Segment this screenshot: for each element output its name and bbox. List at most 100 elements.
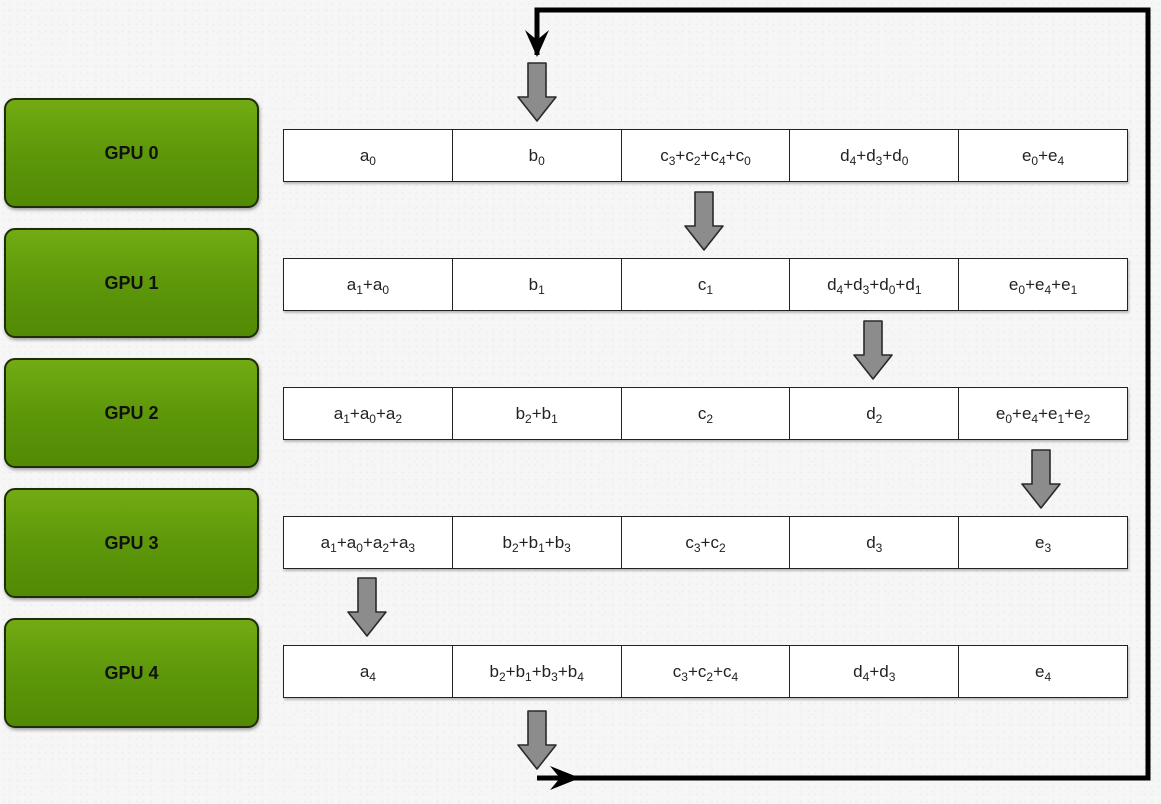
term-subscript: 4	[1057, 153, 1065, 168]
data-cell: d3	[789, 517, 958, 568]
term-variable: c	[735, 145, 745, 165]
term-subscript: 1	[1070, 282, 1078, 297]
term-variable: e	[1035, 532, 1045, 552]
term-subscript: 3	[875, 540, 883, 555]
cell-term: b2	[516, 404, 532, 426]
term-variable: e	[1048, 145, 1058, 165]
term-subscript: 0	[1005, 411, 1013, 426]
plus-operator: +	[882, 145, 893, 165]
term-variable: c	[710, 532, 719, 552]
term-subscript: 3	[408, 540, 416, 555]
gpu-box-4: GPU 4	[4, 618, 259, 728]
plus-operator: +	[687, 661, 698, 681]
wraparound-loop-line	[534, 7, 1151, 781]
data-cell: e4	[958, 646, 1127, 697]
gpu-data-row-1: a1+a0 b1 c1 d4+d3+d0+d1 e0+e4+e1	[283, 258, 1128, 311]
term-subscript: 3	[551, 669, 558, 684]
cell-term: e0	[995, 403, 1013, 426]
term-subscript: 2	[525, 411, 532, 426]
term-variable: a	[359, 145, 370, 165]
term-subscript: 1	[538, 540, 545, 555]
term-variable: b	[567, 661, 578, 681]
term-subscript: 2	[718, 540, 726, 555]
cell-term: d4	[840, 146, 857, 168]
term-variable: d	[866, 145, 876, 165]
term-variable: a	[346, 532, 357, 552]
data-cell: d2	[789, 388, 958, 439]
cell-term: c2	[697, 403, 713, 425]
term-variable: c	[697, 661, 707, 681]
term-variable: b	[554, 532, 565, 552]
cell-term: e4	[1021, 403, 1038, 425]
term-subscript: 4	[849, 153, 857, 168]
plus-operator: +	[531, 661, 542, 681]
cell-term: c3	[673, 662, 688, 683]
cell-term: a4	[360, 662, 376, 683]
data-cell: e0+e4+e1+e2	[958, 388, 1127, 439]
term-variable: c	[697, 403, 707, 423]
data-cell: e0+e4	[958, 130, 1127, 181]
term-variable: d	[853, 661, 863, 681]
cell-term: b1	[542, 404, 558, 425]
data-cell: d4+d3+d0	[789, 130, 958, 181]
term-subscript: 4	[1044, 282, 1052, 297]
cell-term: e0	[1009, 275, 1025, 296]
cell-term: d3	[853, 274, 869, 296]
cell-term: c3	[660, 145, 676, 168]
plus-operator: +	[700, 532, 711, 552]
cell-term: b1	[516, 662, 532, 683]
cell-term: a1	[321, 533, 337, 554]
term-subscript: 1	[356, 282, 363, 297]
term-variable: c	[710, 145, 719, 165]
cell-term: d4	[853, 661, 869, 683]
plus-operator: +	[1064, 403, 1075, 423]
term-variable: d	[853, 274, 863, 294]
cell-term: a3	[399, 533, 416, 555]
term-variable: c	[660, 145, 669, 165]
plus-operator: +	[1038, 145, 1049, 165]
data-cell: b2+b1	[451, 388, 621, 439]
gpu-data-row-2: a1+a0+a2 b2+b1 c2 d2 e0+e4+e1+e2	[283, 387, 1128, 440]
term-variable: e	[1035, 661, 1045, 681]
cell-term: e4	[1048, 145, 1065, 168]
cell-term: b3	[554, 532, 571, 554]
term-subscript: 4	[731, 669, 739, 684]
gpu-data-row-3: a1+a0+a2+a3 b2+b1+b3 c3+c2 d3 e3	[283, 516, 1128, 569]
term-variable: d	[905, 274, 915, 294]
term-variable: a	[346, 274, 357, 294]
term-subscript: 1	[538, 282, 545, 297]
term-subscript: 1	[914, 282, 922, 297]
term-variable: d	[866, 403, 876, 423]
term-subscript: 0	[356, 540, 363, 555]
term-subscript: 3	[668, 153, 676, 168]
term-variable: e	[995, 403, 1006, 423]
term-subscript: 3	[888, 669, 896, 684]
gpu-label: GPU 4	[104, 662, 159, 683]
term-variable: e	[1074, 403, 1084, 423]
cell-term: b1	[529, 275, 545, 297]
gpu-data-row-4: a4 b2+b1+b3+b4 c3+c2+c4 d4+d3 e4	[283, 645, 1128, 698]
cell-term: e1	[1061, 274, 1078, 297]
cell-term: d4	[827, 274, 843, 296]
cell-term: b3	[542, 662, 558, 684]
plus-operator: +	[713, 661, 724, 681]
data-cell: c1	[620, 259, 790, 310]
data-cell: b2+b1+b3+b4	[451, 646, 621, 697]
term-variable: a	[333, 403, 344, 423]
term-variable: c	[723, 661, 732, 681]
term-variable: e	[1021, 403, 1032, 423]
loop-arrowhead-down-icon	[525, 30, 549, 57]
term-variable: d	[827, 274, 837, 294]
plus-operator: +	[362, 274, 373, 294]
cell-term: b2	[489, 662, 505, 683]
plus-operator: +	[362, 532, 373, 552]
plus-operator: +	[518, 532, 529, 552]
term-variable: e	[1061, 274, 1071, 294]
data-cell: c3+c2+c4+c0	[620, 130, 790, 181]
cell-term: a1	[346, 274, 363, 297]
cell-term: e0	[1022, 146, 1038, 167]
term-subscript: 3	[693, 540, 701, 555]
term-variable: c	[697, 274, 707, 294]
term-subscript: 0	[744, 153, 751, 168]
